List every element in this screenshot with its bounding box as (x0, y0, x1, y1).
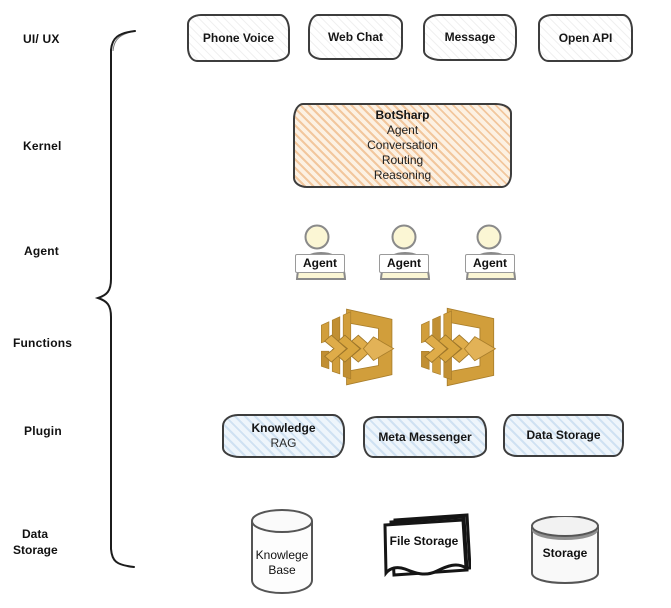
storage-label: Storage (542, 546, 588, 560)
kernel-box-title: BotSharp (375, 108, 430, 122)
channel-box-label: Phone Voice (202, 30, 275, 45)
knowledge-base-node: Knowlege Base (250, 508, 314, 594)
kernel-box-line: Agent (386, 123, 419, 137)
knowledge-base-label-line2: Base (268, 563, 296, 577)
file-storage-label: File Storage (389, 534, 459, 548)
plugin-box-title: Data Storage (526, 428, 601, 442)
plugin-box-meta-messenger: Meta Messenger (363, 416, 487, 458)
agent-label: Agent (295, 254, 345, 273)
knowledge-base-label-line1: Knowlege (255, 548, 309, 562)
kernel-box-line: Routing (381, 153, 424, 167)
database-cylinder-icon (531, 516, 599, 584)
channel-box-open-api: Open API (538, 14, 633, 62)
aws-queue-icon (421, 307, 497, 387)
plugin-box-knowledge-rag: Knowledge RAG (222, 414, 345, 458)
layer-label-data-storage-line2: Storage (13, 543, 58, 557)
kernel-box-line: Conversation (367, 138, 438, 152)
layer-label-plugin: Plugin (24, 424, 62, 438)
layer-label-data-storage: Data Storage (13, 526, 58, 558)
channel-box-label: Open API (558, 30, 613, 45)
agent-node: Agent (464, 224, 518, 280)
plugin-box-title: Meta Messenger (378, 429, 472, 444)
file-storage-node: File Storage (377, 512, 471, 588)
kernel-box: BotSharp Agent Conversation Routing Reas… (293, 103, 512, 188)
plugin-box-title: Knowledge (251, 421, 316, 435)
plugin-box-subtitle: RAG (270, 436, 297, 450)
database-cylinder-icon (251, 509, 313, 594)
kernel-box-line: Reasoning (373, 168, 432, 182)
agent-label: Agent (465, 254, 515, 273)
channel-box-phone-voice: Phone Voice (187, 14, 290, 62)
channel-box-web-chat: Web Chat (308, 14, 403, 60)
layer-label-agent: Agent (24, 244, 59, 258)
agent-node: Agent (378, 224, 432, 280)
layers-brace-icon (94, 30, 136, 568)
plugin-box-data-storage: Data Storage (503, 414, 624, 457)
aws-queue-icon (321, 308, 395, 386)
channel-box-label: Web Chat (327, 29, 384, 44)
channel-box-label: Message (444, 30, 496, 44)
agent-node: Agent (294, 224, 348, 280)
file-stack-icon (383, 513, 471, 578)
channel-box-message: Message (423, 14, 517, 61)
layer-label-functions: Functions (13, 336, 73, 350)
layer-label-ui-ux: UI/ UX (23, 32, 60, 46)
layer-label-data-storage-line1: Data (21, 527, 48, 541)
storage-node: Storage (530, 516, 600, 584)
agent-label: Agent (379, 254, 429, 273)
layer-label-kernel: Kernel (23, 139, 62, 153)
